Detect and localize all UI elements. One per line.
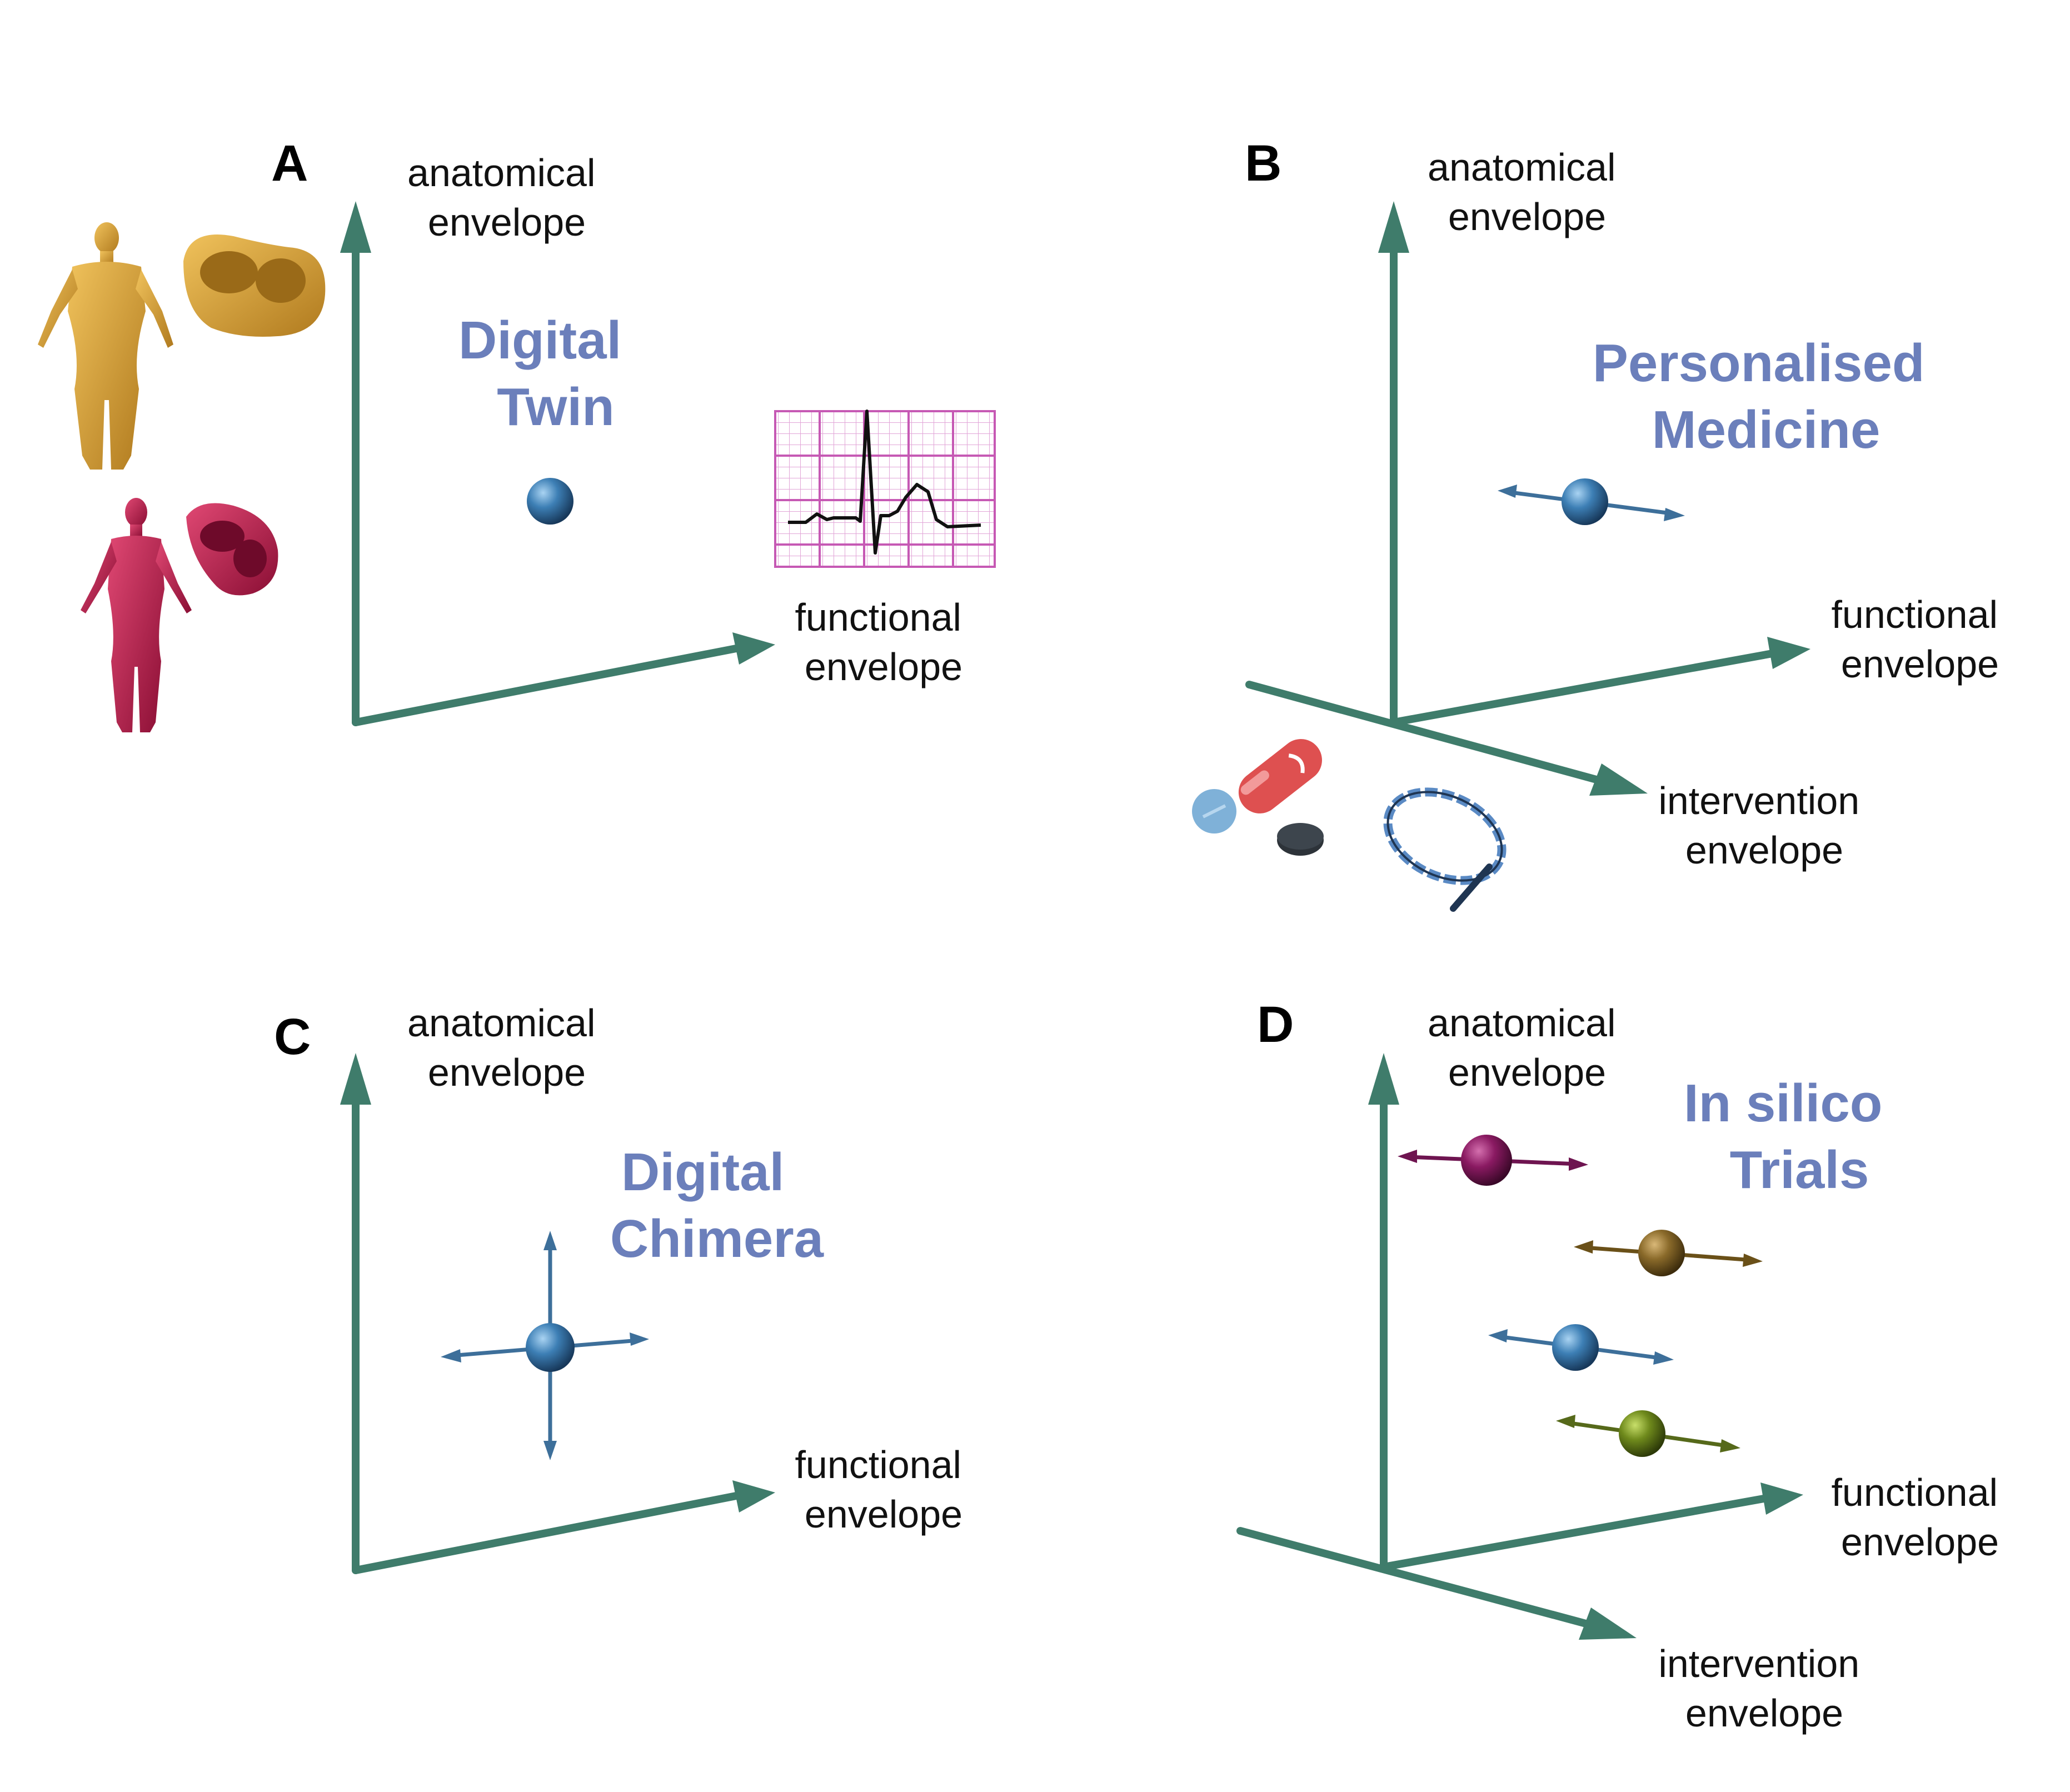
panel-d-letter: D xyxy=(1257,996,1294,1053)
heart-model-icon xyxy=(183,234,326,337)
anatomical-envelope-label: anatomical envelope xyxy=(407,151,606,244)
concept-title: Personalised Medicine xyxy=(1593,333,1939,460)
functional-envelope-label: functional envelope xyxy=(1831,593,2008,686)
anatomical-envelope-label: anatomical envelope xyxy=(1428,146,1627,238)
intervention-envelope-label: intervention envelope xyxy=(1658,1642,1870,1735)
arrowhead-icon xyxy=(340,1053,371,1105)
patient-sphere xyxy=(1638,1230,1685,1276)
patient-sphere xyxy=(1619,1410,1665,1457)
concept-title: In silico Trials xyxy=(1684,1074,1897,1200)
arrowhead-icon xyxy=(1760,1482,1803,1515)
functional-envelope-label: functional envelope xyxy=(1831,1471,2008,1564)
panel-d-axes xyxy=(1236,1053,1803,1640)
arrowhead-icon xyxy=(340,201,371,253)
concept-title: Digital Twin xyxy=(458,311,636,437)
patient-sphere xyxy=(1461,1135,1512,1186)
patient-sphere xyxy=(527,478,573,525)
panel-c: C anatomical envelope functional envelop… xyxy=(274,1001,972,1574)
functional-envelope-label: functional envelope xyxy=(795,596,972,688)
anatomical-envelope-label: anatomical envelope xyxy=(1428,1001,1627,1094)
arrowhead-icon xyxy=(732,632,775,665)
panel-c-axes xyxy=(340,1053,775,1574)
anatomical-envelope-label: anatomical envelope xyxy=(407,1001,606,1094)
functional-envelope-label: functional envelope xyxy=(795,1443,972,1536)
intervention-envelope-label: intervention envelope xyxy=(1658,779,1870,872)
panel-d: D anatomical envelope functional envelop… xyxy=(1236,996,2008,1735)
arrowhead-icon xyxy=(1767,637,1810,669)
arrowhead-icon xyxy=(1589,763,1648,796)
panel-b-letter: B xyxy=(1245,135,1281,192)
body-silhouette-icon xyxy=(81,498,192,732)
concept-title: Digital Chimera xyxy=(610,1142,824,1269)
panel-b-axes xyxy=(1245,201,1810,796)
panel-a-letter: A xyxy=(271,135,308,192)
arrowhead-icon xyxy=(1368,1053,1399,1105)
panel-b: B anatomical envelope functional envelop… xyxy=(1192,135,2008,912)
capsule-icon xyxy=(1238,738,1322,813)
arrowhead-icon xyxy=(732,1480,775,1513)
patient-sphere xyxy=(1562,478,1608,525)
panel-a: A anatomical envelope functional envelop… xyxy=(38,135,996,732)
stent-ring-icon xyxy=(1383,787,1507,912)
heart-model-icon xyxy=(186,503,278,596)
ecg-trace-icon xyxy=(774,410,996,568)
patient-sphere xyxy=(526,1323,575,1372)
panel-c-letter: C xyxy=(274,1009,311,1065)
arrowhead-icon xyxy=(1378,201,1409,253)
body-silhouette-icon xyxy=(38,222,173,470)
panel-a-axes xyxy=(340,201,775,726)
arrowhead-icon xyxy=(1579,1608,1637,1640)
patient-sphere xyxy=(1552,1324,1599,1371)
